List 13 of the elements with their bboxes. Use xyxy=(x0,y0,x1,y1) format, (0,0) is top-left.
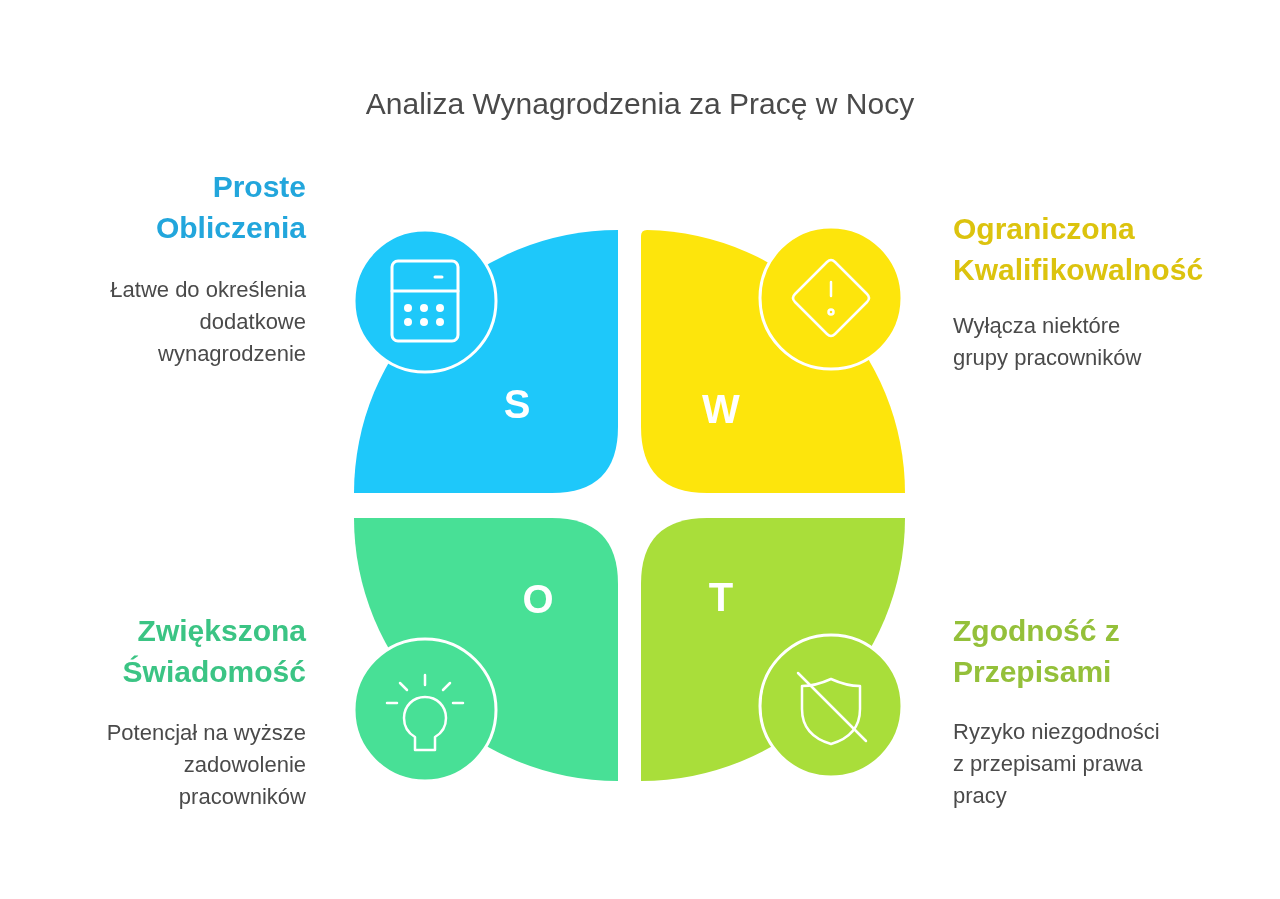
quadrant-letter: O xyxy=(522,577,554,621)
swot-heading: Ograniczona Kwalifikowalność xyxy=(953,211,1205,288)
swot-description: Potencjał na wyższe zadowolenie pracowników xyxy=(105,719,306,811)
swot-heading: Proste Obliczenia xyxy=(154,169,306,246)
quadrant-letter: S xyxy=(503,382,531,426)
diagram-title: Analiza Wynagrodzenia za Pracę w Nocy xyxy=(365,86,915,122)
swot-heading: Zgodność z Przepisami xyxy=(953,613,1121,690)
swot-description: Łatwe do określenia dodatkowe wynagrodzenie xyxy=(109,276,306,368)
swot-heading: Zwiększona Świadomość xyxy=(121,613,306,690)
swot-description: Ryzyko niezgodności z przepisami prawa pracy xyxy=(953,718,1161,810)
quadrant-letter: W xyxy=(702,387,740,431)
swot-description: Wyłącza niektóre grupy pracowników xyxy=(953,312,1143,372)
quadrant-letter: T xyxy=(708,575,734,619)
